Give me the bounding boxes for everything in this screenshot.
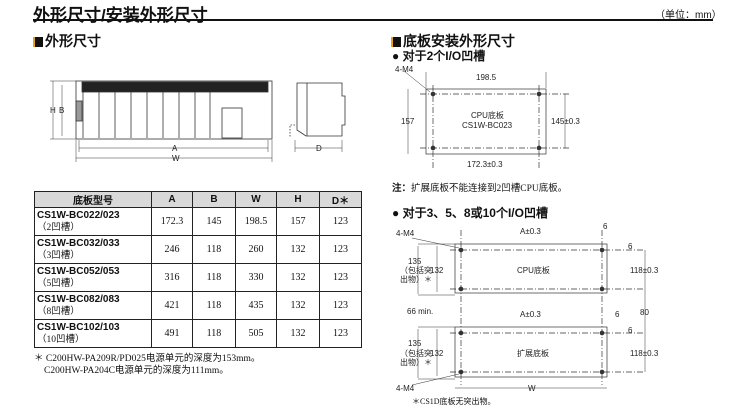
h135-bottom: 135	[408, 339, 422, 348]
screw-label: 4-M4	[395, 65, 414, 74]
cell-a: 491	[151, 319, 193, 348]
side-view-drawing	[289, 82, 346, 152]
cell-d: 123	[319, 319, 362, 348]
h132-bottom: 132	[430, 349, 444, 358]
pitch-a-bottom: A±0.3	[520, 310, 541, 319]
h135-note2-top: 出物）＊	[400, 274, 432, 284]
cell-w: 260	[235, 235, 277, 264]
slot-count: （10凹槽）	[37, 334, 85, 345]
width-w: W	[528, 384, 536, 393]
pitch-a-top: A±0.3	[520, 227, 541, 236]
h132-top: 132	[430, 266, 444, 275]
section-dimensions: 外形尺寸	[33, 31, 101, 51]
six-right-top: 6	[628, 242, 633, 251]
cpu-board-label: CPU底板	[517, 265, 550, 275]
pitch-118-top: 118±0.3	[630, 266, 659, 275]
section-dimensions-label: 外形尺寸	[45, 33, 101, 49]
model-name: CS1W-BC082/083	[37, 293, 120, 305]
height-dim: 157	[401, 117, 415, 126]
slot-count: （8凹槽）	[37, 306, 80, 317]
model-cell: CS1W-BC082/083（8凹槽）	[34, 291, 152, 320]
cell-w: 505	[235, 319, 277, 348]
footnote-1: ＊ C200HW-PA209R/PD025电源单元的深度为153mm。	[34, 354, 261, 364]
cell-b: 118	[192, 291, 236, 320]
board-model: CS1W-BC023	[462, 121, 513, 130]
slot-count: （2凹槽）	[37, 222, 80, 233]
model-cell: CS1W-BC022/023（2凹槽）	[34, 207, 152, 236]
model-cell: CS1W-BC102/103（10凹槽）	[34, 319, 152, 348]
six-bottom: 6	[615, 310, 620, 319]
cell-b: 118	[192, 319, 236, 348]
min-gap: 66 min.	[407, 307, 433, 316]
section-mounting-label: 底板安装外形尺寸	[403, 33, 515, 49]
cell-b: 118	[192, 235, 236, 264]
screw-label-bottom: 4-M4	[396, 384, 415, 393]
cell-h: 132	[276, 263, 320, 292]
note-label: 注：	[392, 184, 412, 194]
cell-d: 123	[319, 207, 362, 236]
footnote-2: C200HW-PA204C电源单元的深度为111mm。	[44, 366, 229, 376]
hole-pitch-w-dim: 172.3±0.3	[467, 160, 503, 169]
cell-h: 132	[276, 235, 320, 264]
multi-slot-mounting-drawing	[411, 230, 646, 389]
cell-d: 123	[319, 235, 362, 264]
model-name: CS1W-BC102/103	[37, 321, 120, 333]
model-name: CS1W-BC032/033	[37, 237, 120, 249]
cell-a: 316	[151, 263, 193, 292]
slot-count: （5凹槽）	[37, 278, 80, 289]
model-cell: CS1W-BC052/053（5凹槽）	[34, 263, 152, 292]
title-divider	[33, 19, 713, 21]
square-bullet-icon	[391, 37, 401, 47]
two-slot-mounting-drawing	[403, 70, 570, 168]
two-slot-heading: ● 对于2个I/O凹槽	[392, 49, 486, 63]
dim-label-w: W	[172, 154, 180, 163]
square-bullet-icon	[33, 37, 43, 47]
hole-pitch-h-dim: 145±0.3	[551, 117, 580, 126]
unit-label: （单位：mm）	[655, 10, 722, 21]
width-dim: 198.5	[476, 73, 497, 82]
col-b: B	[192, 191, 236, 208]
expansion-board-label: 扩展底板	[517, 348, 549, 358]
cell-w: 330	[235, 263, 277, 292]
h135-note1-bottom: （包括突	[400, 348, 432, 358]
dimension-table: 底板型号 A B W H D＊ CS1W-BC022/023（2凹槽）172.3…	[34, 191, 362, 348]
col-a: A	[151, 191, 193, 208]
front-view-drawing	[50, 80, 273, 162]
h135-top: 135	[408, 257, 422, 266]
h135-note1-top: （包括突	[400, 265, 432, 275]
note-text: 扩展底板不能连接到2凹槽CPU底板。	[411, 184, 568, 194]
two-slot-note: 注：扩展底板不能连接到2凹槽CPU底板。	[392, 180, 567, 194]
cell-w: 435	[235, 291, 277, 320]
six-top: 6	[603, 222, 608, 231]
dim-label-h: H	[50, 106, 56, 115]
dim-label-d: D	[316, 144, 322, 153]
h135-note2-bottom: 出物）＊	[400, 357, 432, 367]
pitch-118-bottom: 118±0.3	[630, 349, 659, 358]
gap-80: 80	[640, 308, 649, 317]
board-label: CPU底板	[471, 110, 504, 120]
slot-count: （3凹槽）	[37, 250, 80, 261]
six-right-bottom: 6	[628, 326, 633, 335]
model-name: CS1W-BC022/023	[37, 209, 120, 221]
multi-slot-heading: ● 对于3、5、8或10个I/O凹槽	[392, 206, 548, 220]
cell-d: 123	[319, 291, 362, 320]
screw-label-top: 4-M4	[396, 229, 415, 238]
model-name: CS1W-BC052/053	[37, 265, 120, 277]
dim-label-b: B	[59, 106, 64, 115]
cell-b: 145	[192, 207, 236, 236]
cell-a: 246	[151, 235, 193, 264]
multi-slot-footnote: ＊CS1D底板无突出物。	[412, 397, 496, 406]
section-mounting: 底板安装外形尺寸	[391, 31, 515, 51]
dim-label-a: A	[172, 144, 178, 153]
